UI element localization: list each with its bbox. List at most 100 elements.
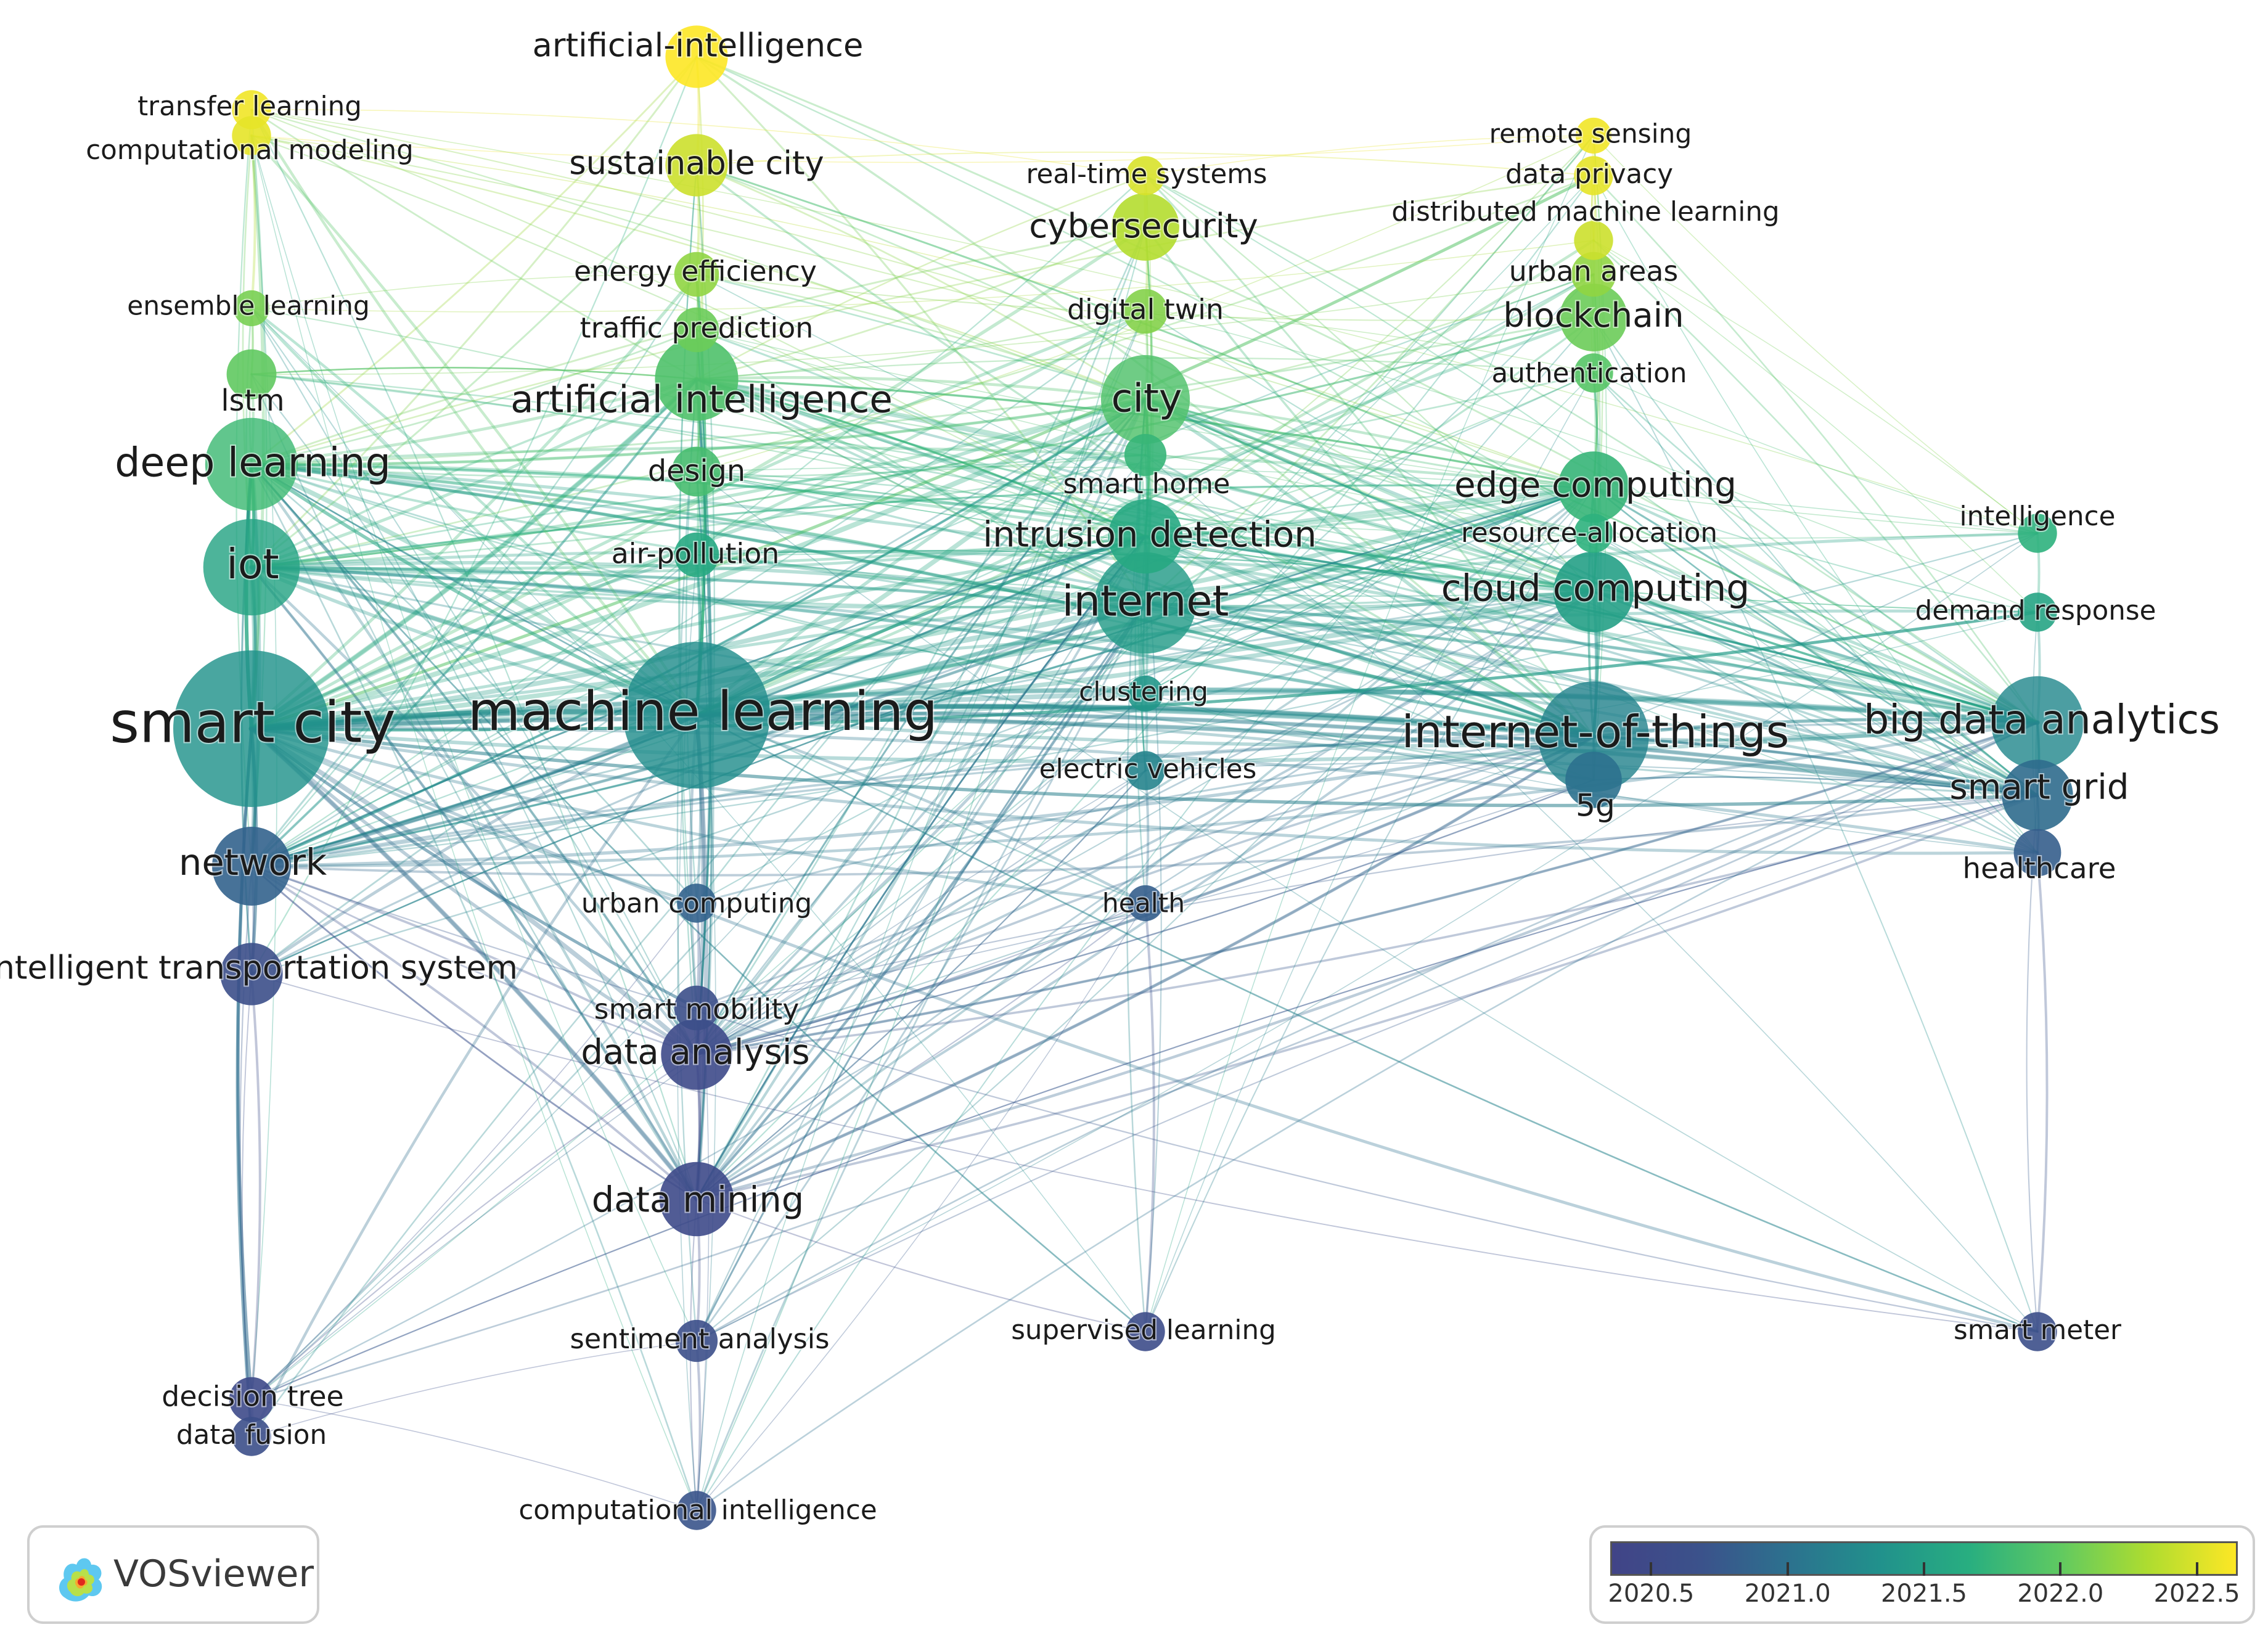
- legend-tick: [1786, 1562, 1789, 1576]
- node-label: deep learning: [115, 440, 391, 486]
- network-link: [250, 134, 1595, 488]
- node-electric-vehicles[interactable]: [1126, 751, 1165, 790]
- node-label: ensemble learning: [127, 291, 370, 321]
- network-link: [696, 466, 2038, 534]
- node-urban-computing[interactable]: [677, 883, 716, 923]
- node-smart-grid[interactable]: [2002, 760, 2073, 831]
- node-decision-tree[interactable]: [229, 1377, 274, 1422]
- network-link: [250, 373, 698, 1200]
- network-link: [695, 535, 1147, 1200]
- network-link: [1592, 776, 2039, 797]
- network-link: [695, 794, 2039, 1055]
- legend-tick: [2195, 1562, 2198, 1576]
- node-computational-modeling[interactable]: [232, 116, 271, 155]
- network-link: [250, 446, 1595, 489]
- network-link: [695, 535, 1147, 1055]
- network-link: [1592, 532, 2039, 797]
- network-link: [695, 486, 1595, 1200]
- network-link: [250, 486, 1595, 975]
- node-clustering[interactable]: [1127, 675, 1164, 712]
- node-resource-allocation[interactable]: [1574, 514, 1613, 553]
- node-artificial-intelligence[interactable]: [665, 25, 728, 88]
- node-computational-intelligence[interactable]: [677, 1491, 716, 1530]
- network-link: [250, 316, 1595, 568]
- node-smart-city[interactable]: [173, 650, 330, 807]
- node-5g[interactable]: [1565, 752, 1622, 808]
- network-link: [250, 109, 1595, 488]
- node-healthcare[interactable]: [2013, 829, 2061, 877]
- node-internet[interactable]: [1094, 552, 1197, 654]
- network-link: [695, 602, 1147, 1512]
- node-label: computational intelligence: [518, 1495, 877, 1526]
- node-sentiment-analysis[interactable]: [675, 1319, 718, 1362]
- node-remote-sensing[interactable]: [1575, 117, 1612, 154]
- network-link: [250, 462, 698, 1056]
- node-machine-learning[interactable]: [623, 642, 770, 789]
- network-link: [1593, 175, 2038, 853]
- node-smart-meter[interactable]: [2018, 1312, 2057, 1351]
- network-link: [250, 486, 1595, 867]
- node-health[interactable]: [1127, 885, 1164, 922]
- network-link: [696, 311, 1146, 1511]
- network-link: [250, 306, 698, 717]
- node-digital-twin[interactable]: [1123, 289, 1168, 334]
- node-internet-of-things[interactable]: [1538, 681, 1649, 792]
- node-iot[interactable]: [203, 518, 300, 616]
- node-edge-computing[interactable]: [1558, 451, 1629, 523]
- network-link: [1592, 591, 2039, 724]
- node-sustainable-city[interactable]: [665, 134, 728, 197]
- node-deep-learning[interactable]: [205, 417, 298, 511]
- network-link: [695, 377, 2039, 724]
- node-demand-response[interactable]: [2018, 592, 2057, 632]
- node-data-analysis[interactable]: [661, 1018, 732, 1090]
- network-link: [250, 316, 1595, 568]
- network-link: [250, 727, 2039, 1334]
- node-intrusion-detection[interactable]: [1108, 499, 1183, 574]
- node-cloud-computing[interactable]: [1553, 551, 1634, 633]
- node-real-time-systems[interactable]: [1126, 156, 1165, 195]
- network-link: [1592, 735, 2039, 797]
- network-link: [1144, 398, 1595, 739]
- network-link: [695, 713, 2039, 748]
- node-big-data-analytics[interactable]: [1991, 676, 2084, 769]
- node-network[interactable]: [212, 827, 291, 906]
- node-urban-areas[interactable]: [1571, 252, 1616, 297]
- node-data-mining[interactable]: [659, 1162, 734, 1237]
- network-link: [695, 735, 1595, 1009]
- node-blockchain[interactable]: [1560, 284, 1627, 351]
- network-link: [695, 226, 1147, 1055]
- node-smart-home[interactable]: [1124, 433, 1167, 477]
- node-design[interactable]: [671, 446, 722, 497]
- node-supervised-learning[interactable]: [1126, 1312, 1165, 1351]
- node-cybersecurity[interactable]: [1111, 193, 1179, 261]
- node-authentication[interactable]: [1574, 353, 1613, 393]
- node-label: 5g: [1576, 787, 1615, 824]
- node-city[interactable]: [1100, 354, 1190, 445]
- node-artificial-intelligence[interactable]: [655, 337, 739, 421]
- network-link: [1592, 486, 2039, 797]
- node-smart-mobility[interactable]: [674, 985, 719, 1031]
- node-data-privacy[interactable]: [1574, 156, 1613, 195]
- node-label: healthcare: [1963, 853, 2116, 886]
- network-link: [251, 109, 1146, 176]
- node-distributed-machine-learning[interactable]: [1574, 221, 1613, 260]
- network-link: [1144, 535, 1595, 593]
- network-link: [1144, 601, 1595, 739]
- network-link: [250, 306, 698, 717]
- network-link: [250, 462, 1595, 739]
- node-traffic-prediction[interactable]: [674, 307, 719, 353]
- node-lstm[interactable]: [226, 349, 277, 399]
- network-link: [250, 463, 1595, 781]
- network-link: [250, 485, 1595, 731]
- node-intelligent-transportation-system[interactable]: [220, 943, 283, 1006]
- node-intelligence[interactable]: [2018, 514, 2057, 553]
- node-label: smart mobility: [594, 993, 800, 1026]
- network-link: [251, 135, 697, 1342]
- node-data-fusion[interactable]: [232, 1417, 271, 1456]
- node-energy-efficiency[interactable]: [674, 252, 719, 297]
- node-label: distributed machine learning: [1391, 197, 1779, 227]
- network-link: [250, 713, 698, 976]
- node-air-pollution[interactable]: [674, 532, 719, 578]
- network-link: [695, 692, 1147, 1055]
- node-ensemble-learning[interactable]: [233, 290, 270, 327]
